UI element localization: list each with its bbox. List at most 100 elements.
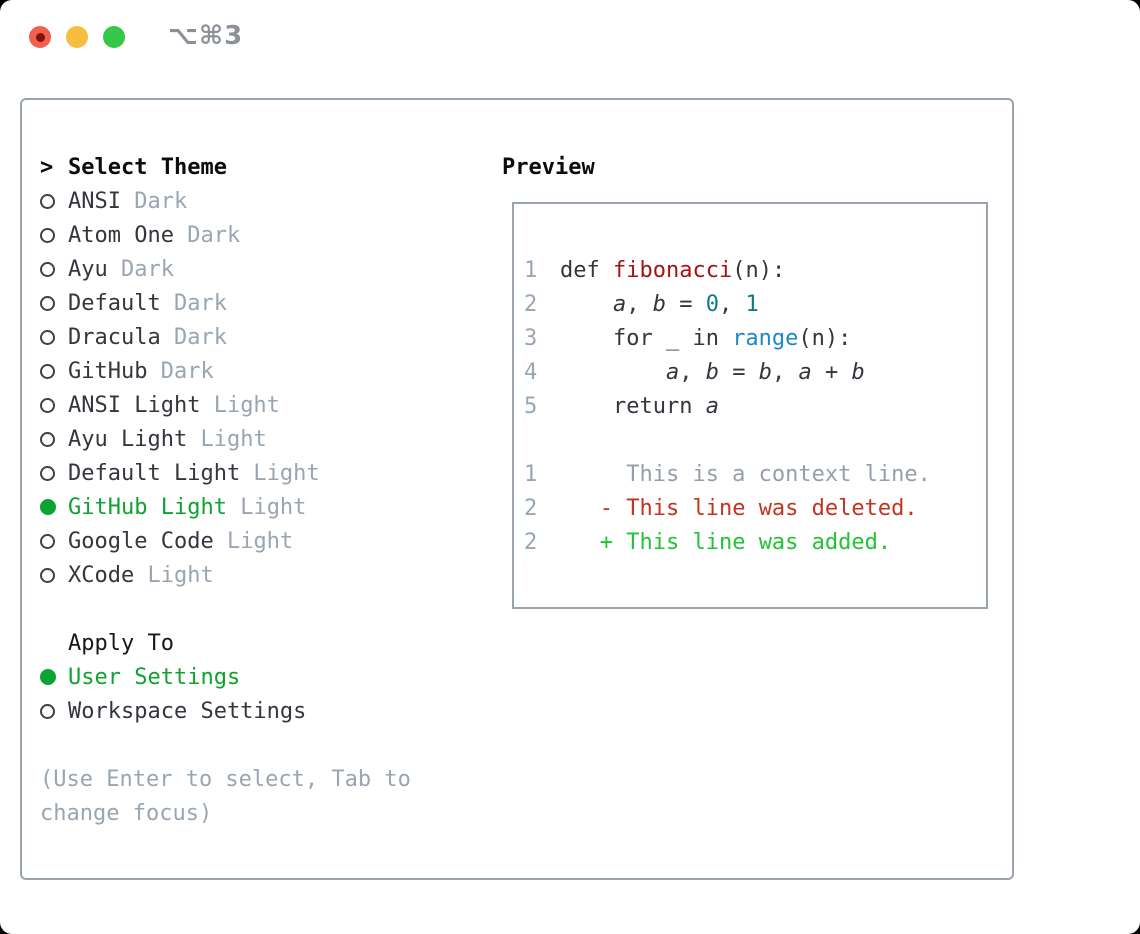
minimize-button[interactable] [66, 26, 88, 48]
maximize-button[interactable] [103, 26, 125, 48]
titlebar: ⌥⌘3 [0, 0, 1140, 74]
code-line: 2 + This line was added. [524, 525, 986, 559]
apply-option-label: Workspace Settings [68, 698, 307, 724]
radio-marker [40, 363, 68, 379]
radio-selected-icon [40, 669, 56, 685]
theme-variant: Light [226, 494, 307, 520]
line-number: 5 [524, 393, 538, 419]
theme-menu-header-label: Select Theme [68, 154, 227, 180]
radio-marker [40, 295, 68, 311]
theme-option-dracula[interactable]: Dracula Dark [40, 320, 411, 354]
theme-variant: Dark [160, 324, 227, 350]
code-token-number: 0 [705, 291, 719, 317]
code-token-plain: (n): [732, 257, 786, 283]
code-line: 4 a, b = b, a + b [524, 355, 986, 389]
code-token-plain: = [665, 291, 706, 317]
apply-option-label: User Settings [68, 664, 241, 690]
theme-name: Ayu Light [68, 426, 188, 452]
line-number: 2 [524, 495, 538, 521]
theme-name: GitHub [68, 358, 148, 384]
apply-option-user-settings[interactable]: User Settings [40, 660, 411, 694]
code-line [524, 423, 986, 457]
theme-name: Default Light [68, 460, 241, 486]
line-number: 2 [524, 291, 538, 317]
code-token-plain: (n): [798, 325, 852, 351]
radio-unselected-icon [40, 431, 55, 447]
radio-unselected-icon [40, 397, 55, 413]
radio-unselected-icon [40, 227, 55, 243]
apply-to-header-label: Apply To [68, 630, 174, 656]
code-token-variable: a [705, 393, 719, 419]
apply-option-workspace-settings[interactable]: Workspace Settings [40, 694, 411, 728]
code-token-plain: return [560, 393, 706, 419]
code-token-plain: + [811, 359, 852, 385]
code-token-plain: for _ in [560, 325, 733, 351]
line-number: 4 [524, 359, 538, 385]
radio-selected-icon [40, 499, 56, 515]
hint-line-1: (Use Enter to select, Tab to [40, 762, 411, 796]
radio-unselected-icon [40, 703, 55, 719]
code-token-variable: b [652, 291, 666, 317]
theme-variant: Dark [120, 188, 188, 214]
theme-option-github[interactable]: GitHub Dark [40, 354, 411, 388]
theme-menu-header: >Select Theme [40, 150, 411, 184]
theme-option-ayu-light[interactable]: Ayu Light Light [40, 422, 411, 456]
theme-option-xcode[interactable]: XCode Light [40, 558, 411, 592]
theme-option-github-light[interactable]: GitHub Light Light [40, 490, 411, 524]
code-token-variable: a [612, 291, 627, 317]
theme-variant: Dark [160, 290, 227, 316]
radio-marker [40, 703, 68, 719]
code-token-function: fibonacci [612, 257, 733, 283]
code-token-variable: b [758, 359, 772, 385]
radio-marker [40, 397, 68, 413]
hint-text: change focus) [40, 800, 213, 826]
code-token-plain: def [560, 257, 613, 283]
radio-marker [40, 227, 68, 243]
hint-text: (Use Enter to select, Tab to [40, 766, 411, 792]
theme-variant: Dark [107, 256, 174, 282]
hint-line-2: change focus) [40, 796, 411, 830]
line-number: 3 [524, 325, 538, 351]
theme-option-ansi-light[interactable]: ANSI Light Light [40, 388, 411, 422]
theme-name: XCode [68, 562, 135, 588]
close-button[interactable] [29, 26, 51, 48]
radio-unselected-icon [40, 533, 55, 549]
close-dot-icon [35, 32, 45, 42]
theme-variant: Light [213, 528, 294, 554]
theme-name: Google Code [68, 528, 214, 554]
line-number: 1 [524, 461, 538, 487]
theme-variant: Dark [173, 222, 241, 248]
spacer [40, 728, 411, 762]
theme-option-google-code[interactable]: Google Code Light [40, 524, 411, 558]
code-token-plain [560, 292, 613, 317]
theme-variant: Dark [147, 358, 214, 384]
radio-marker [40, 533, 68, 549]
theme-option-ayu[interactable]: Ayu Dark [40, 252, 411, 286]
theme-name: ANSI Light [68, 392, 201, 418]
radio-marker [40, 431, 68, 447]
radio-unselected-icon [40, 329, 55, 345]
theme-option-atom-one[interactable]: Atom One Dark [40, 218, 411, 252]
theme-name: Default [68, 290, 161, 316]
radio-marker [40, 465, 68, 481]
theme-name: Dracula [68, 324, 161, 350]
theme-option-default[interactable]: Default Dark [40, 286, 411, 320]
radio-marker [40, 193, 68, 209]
code-token-plain: , [718, 291, 746, 317]
code-line: 1 This is a context line. [524, 457, 986, 491]
code-token-builtin: range [732, 325, 799, 351]
theme-variant: Light [187, 426, 267, 452]
code-line: 3 for _ in range(n): [524, 321, 986, 355]
radio-marker [40, 567, 68, 583]
apply-to-header: Apply To [40, 626, 411, 660]
code-token-added: + This line was added. [599, 529, 892, 555]
code-token-plain: , [679, 359, 706, 385]
code-token-variable: a [665, 359, 680, 385]
code-line: 2 - This line was deleted. [524, 491, 986, 525]
theme-option-default-light[interactable]: Default Light Light [40, 456, 411, 490]
theme-name: GitHub Light [68, 494, 227, 520]
theme-option-ansi[interactable]: ANSI Dark [40, 184, 411, 218]
